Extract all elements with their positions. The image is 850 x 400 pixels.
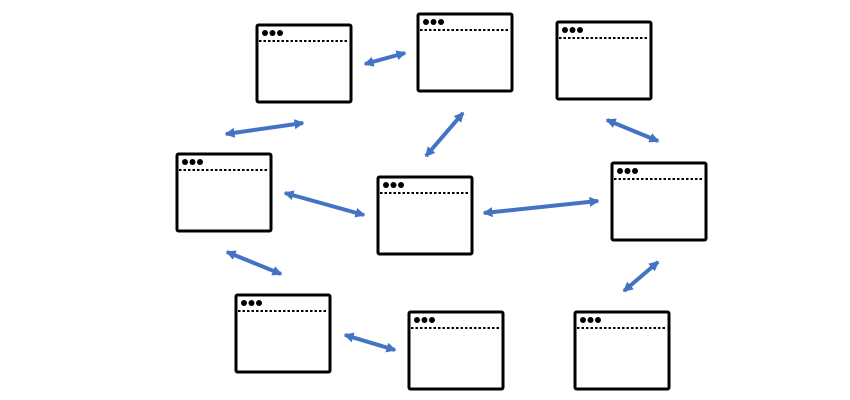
window-control-dot [383,182,389,188]
window-control-dot [189,159,196,165]
three-dots-icon [580,317,601,323]
window-frame [407,310,505,391]
browser-window-icon-top-left [255,23,353,104]
window-control-dot [562,27,568,33]
browser-window-icon-top-center [416,12,514,93]
three-dots-icon [241,300,262,306]
connection-arrow-top-center-to-center [424,111,465,158]
browser-window-icon-bottom-right [573,310,671,391]
window-control-dot [262,30,268,36]
connection-arrow-mid-left-to-center [283,190,366,218]
window-frame [555,20,653,101]
window-control-dot [241,300,247,306]
window-control-dot [423,19,429,25]
three-dots-icon [562,27,583,33]
window-control-dot [429,317,435,323]
window-control-dot [617,168,623,174]
window-control-dot [430,19,437,25]
connection-arrow-top-right-to-mid-right [605,118,660,143]
window-control-dot [248,300,255,306]
window-control-dot [569,27,576,33]
connection-arrow-mid-right-to-bottom-right [622,260,660,293]
window-control-dot [438,19,444,25]
browser-window-icon-center [376,175,474,256]
window-control-dot [587,317,594,323]
three-dots-icon [262,30,283,36]
window-frame [376,175,474,256]
connection-arrow-bottom-left-to-bottom-center [343,332,397,353]
window-control-dot [398,182,404,188]
window-frame [175,152,273,233]
browser-window-icon-top-right [555,20,653,101]
browser-window-icon-mid-right [610,161,708,242]
window-control-dot [269,30,276,36]
window-frame [255,23,353,104]
arrows-layer [224,50,660,353]
browser-window-icon-bottom-left [234,293,332,374]
window-control-dot [182,159,188,165]
window-frame [610,161,708,242]
window-frame [573,310,671,391]
window-control-dot [624,168,631,174]
window-control-dot [256,300,262,306]
three-dots-icon [383,182,404,188]
window-control-dot [390,182,397,188]
window-control-dot [580,317,586,323]
window-control-dot [277,30,283,36]
window-frame [234,293,332,374]
three-dots-icon [414,317,435,323]
connection-arrow-top-left-to-top-center [363,50,407,67]
window-control-dot [595,317,601,323]
three-dots-icon [423,19,444,25]
browser-window-icon-mid-left [175,152,273,233]
window-control-dot [414,317,420,323]
three-dots-icon [182,159,203,165]
three-dots-icon [617,168,638,174]
connection-arrow-center-to-mid-right [482,196,600,218]
browser-window-icon-bottom-center [407,310,505,391]
windows-layer [175,12,708,391]
window-control-dot [577,27,583,33]
connection-arrow-top-left-to-mid-left [224,119,305,138]
window-control-dot [421,317,428,323]
window-frame [416,12,514,93]
window-control-dot [632,168,638,174]
window-control-dot [197,159,203,165]
connection-arrow-mid-left-to-bottom-left [225,250,283,276]
